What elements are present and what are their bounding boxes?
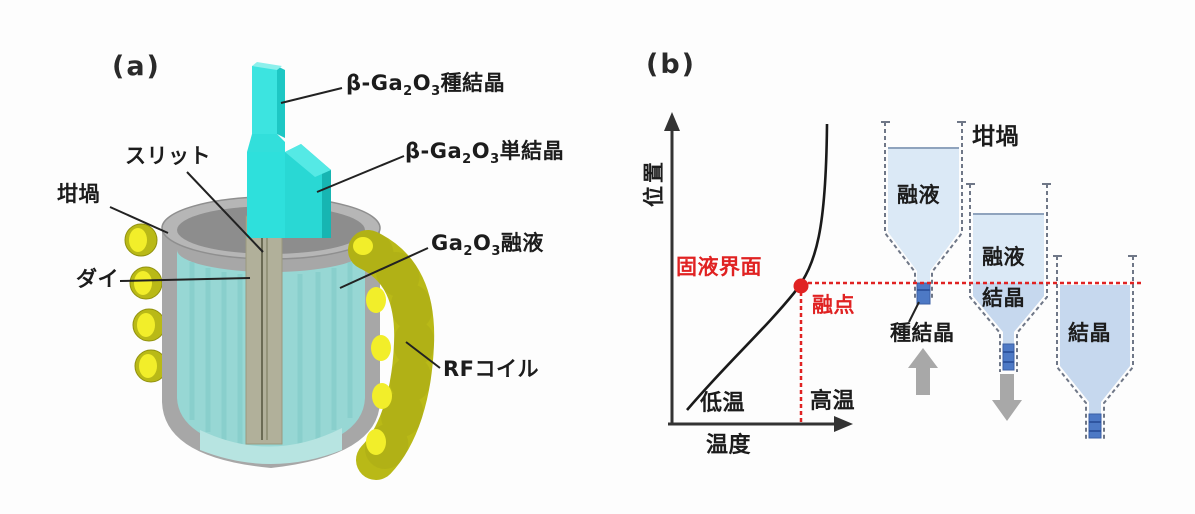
seed-crystal-2: [1002, 343, 1015, 371]
label-melting-point: 融点: [812, 293, 855, 317]
label-seed-crystal-b: 種結晶: [890, 321, 955, 345]
melting-point-dot: [793, 278, 809, 294]
label-solid-liquid-interface: 固液界面: [676, 255, 762, 279]
label-crucible-b: 坩堝: [972, 124, 1019, 150]
y-axis-arrow-icon: [664, 112, 680, 131]
label-ga2o3-melt: Ga2O3融液: [431, 231, 544, 260]
label-crystal-3: 結晶: [1068, 321, 1111, 345]
label-low-temp: 低温: [700, 391, 746, 416]
seed-crystal-1: [916, 282, 931, 305]
label-high-temp: 高温: [810, 389, 856, 414]
label-melt-1: 融液: [897, 183, 940, 207]
melting-point-lines: [793, 278, 1143, 422]
panel-b-tag: (b): [646, 49, 697, 80]
panel-a-tag: (a): [112, 51, 161, 82]
label-rf-coil: RFコイル: [443, 357, 540, 381]
label-beta-ga2o3-seed-crystal: β-Ga2O3種結晶: [346, 71, 506, 100]
graph-axes: [664, 112, 853, 432]
crucible-1: [881, 121, 966, 323]
label-slit: スリット: [125, 144, 211, 168]
label-die: ダイ: [76, 267, 119, 291]
label-crystal-2: 結晶: [982, 286, 1025, 310]
label-beta-ga2o3-single-crystal: β-Ga2O3単結晶: [405, 139, 565, 168]
rf-coil-left-icon: [124, 223, 168, 383]
seed-and-single-crystal: [247, 62, 331, 238]
label-crucible-a: 坩堝: [57, 182, 100, 206]
temperature-curve: [686, 123, 829, 411]
leader-lines-a: [109, 87, 441, 369]
crucible-2: [966, 183, 1051, 372]
x-axis-label: 温度: [706, 433, 752, 458]
pull-up-arrow-icon: [908, 348, 938, 395]
x-axis-arrow-icon: [834, 416, 853, 432]
rf-coil-right-icon: [348, 230, 435, 480]
seed-crystal-3: [1088, 413, 1102, 439]
y-axis-label: 位置: [642, 159, 666, 207]
crucible-3: [1053, 255, 1137, 440]
label-melt-2: 融液: [982, 245, 1025, 269]
pull-down-arrow-icon: [992, 374, 1022, 421]
